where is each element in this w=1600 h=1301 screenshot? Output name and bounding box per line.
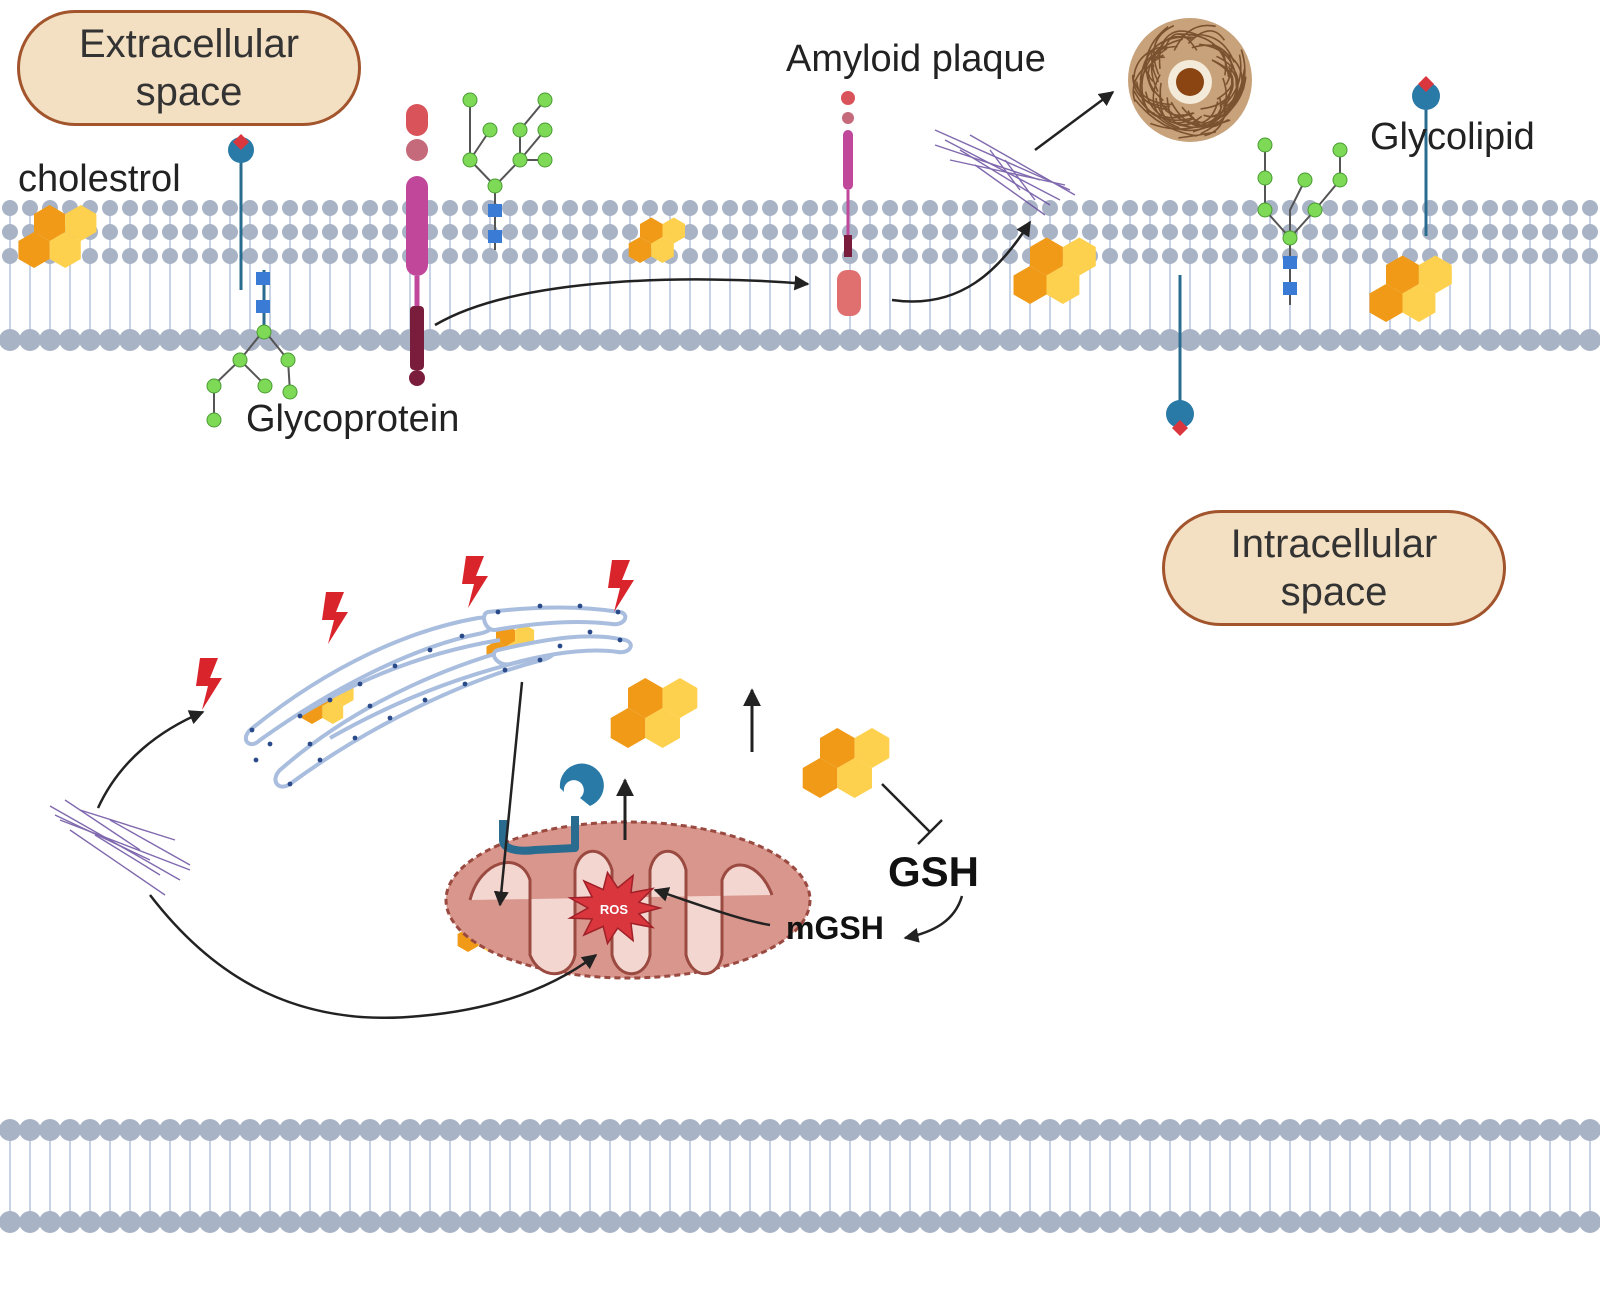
- cholesterol-icon: [610, 678, 698, 748]
- lightning-icon: [608, 560, 634, 612]
- cholesterol-icon: [628, 217, 685, 263]
- lightning-icon: [462, 556, 488, 608]
- receptor-icon: [499, 763, 604, 855]
- glycan-tree-icon: [462, 92, 553, 250]
- amyloid-fibril-icon: [934, 129, 1076, 216]
- endoplasmic-reticulum-icon: [243, 605, 633, 789]
- cleavage-arrow: [434, 275, 810, 327]
- gsh-to-mgsh-arrow: [903, 895, 964, 943]
- amyloid-to-er-arrow: [96, 710, 205, 809]
- cholesterol-icon: [1013, 237, 1096, 304]
- lightning-icon: [196, 658, 222, 710]
- plasma-membrane-top: [0, 200, 1600, 351]
- extracellular-space-label: Extracellular space: [17, 10, 361, 126]
- amyloid-fibril-inner-icon: [49, 799, 191, 896]
- cholesterol-label: cholestrol: [18, 158, 181, 200]
- mgsh-label: mGSH: [786, 910, 884, 946]
- amyloid-to-mito-arrow: [149, 894, 598, 1019]
- mgsh-to-ros-arrow: [653, 887, 771, 927]
- ros-label: ROS: [600, 902, 629, 917]
- cholesterol-icon: [802, 728, 890, 798]
- glycolipid-right-icon: [1412, 76, 1440, 236]
- cholesterol-icon: [18, 205, 97, 268]
- glycan-tree-right-icon: [1257, 137, 1348, 305]
- glycolipid-label: Glycolipid: [1370, 116, 1535, 158]
- app-protein-icon: [406, 104, 428, 386]
- glycolipid-left-icon: [228, 134, 254, 290]
- amyloid-plaque-icon: [1128, 18, 1252, 142]
- ros-star-icon: ROS: [567, 870, 663, 946]
- plasma-membrane-bottom: [0, 1119, 1600, 1233]
- aggregation-arrow: [891, 220, 1032, 303]
- glycoprotein-label: Glycoprotein: [246, 398, 460, 440]
- gsh-label: GSH: [888, 848, 980, 895]
- inhibition-icon: [881, 783, 943, 845]
- er-to-mito-arrow: [493, 681, 524, 907]
- plaque-formation-arrow: [1034, 90, 1115, 152]
- lightning-icon: [322, 592, 348, 644]
- amyloid-plaque-label: Amyloid plaque: [786, 38, 1046, 80]
- glycoprotein-glycan-icon: [206, 270, 298, 428]
- intracellular-space-label: Intracellular space: [1162, 510, 1506, 626]
- cholesterol-icon: [1369, 255, 1452, 322]
- glycolipid-inner-icon: [1166, 275, 1194, 436]
- cleaved-protein-icon: [837, 91, 861, 316]
